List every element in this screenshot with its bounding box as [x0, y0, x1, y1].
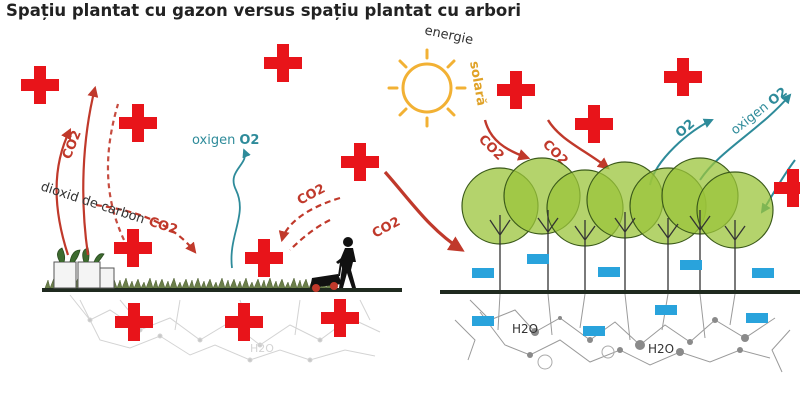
lawn-co2-label-1: CO2 [60, 128, 85, 161]
sun-icon [387, 48, 467, 128]
tree-h2o-label-1: H2O [512, 322, 538, 336]
lawn-h2o-label: H2O [250, 342, 274, 355]
dioxid-co2: CO2 [147, 215, 180, 238]
red-cross-icon [115, 303, 153, 341]
oxigen-o2: O2 [239, 133, 259, 148]
lawn-mower-person-icon [310, 237, 356, 292]
red-cross-icon [321, 299, 359, 337]
svg-text:oxigenO2: oxigenO2 [728, 85, 790, 138]
red-cross-icon [774, 169, 800, 207]
tree-ground [440, 290, 800, 294]
red-cross-icon [497, 71, 535, 109]
lawn-oxigen-label: oxigen O2 [192, 133, 259, 148]
red-cross-icon [119, 104, 157, 142]
dioxid-text: dioxid de carbon [39, 180, 147, 228]
plant-pot-icon [53, 247, 115, 289]
red-cross-icon [664, 58, 702, 96]
tree-h2o-label-2: H2O [648, 342, 674, 356]
tree-oxigen-label: oxigenO2 [728, 85, 790, 138]
lawn-roots-network [69, 294, 381, 363]
tree-co2-arrows [483, 119, 610, 170]
main-co2-label: CO2 [370, 214, 403, 241]
red-cross-icon [21, 66, 59, 104]
tree-oxigen-o2: O2 [766, 85, 791, 109]
water-marker-icon [472, 254, 774, 336]
lawn-co2-arrows [55, 85, 341, 256]
lawn-o2-arrow [230, 148, 251, 269]
lawn-co2-label-2: CO2 [295, 181, 328, 208]
red-cross-icon [245, 239, 283, 277]
tree-roots-network [454, 293, 791, 373]
diagram-title: Spațiu plantat cu gazon versus spațiu pl… [6, 1, 522, 20]
oxigen-word: oxigen [192, 133, 235, 148]
tree-co2-label-1: CO2 [475, 132, 507, 164]
red-cross-icon [575, 105, 613, 143]
red-cross-icon [264, 44, 302, 82]
red-cross-icon [225, 303, 263, 341]
tree-canopy [461, 157, 774, 249]
tree-icon [489, 210, 746, 290]
red-cross-icon [341, 143, 379, 181]
tree-o2-label-1: O2 [673, 117, 698, 141]
energie-text: energie [423, 23, 474, 48]
main-co2-arrow [383, 170, 465, 252]
solara-text: solară [466, 60, 489, 107]
red-cross-icon [114, 229, 152, 267]
